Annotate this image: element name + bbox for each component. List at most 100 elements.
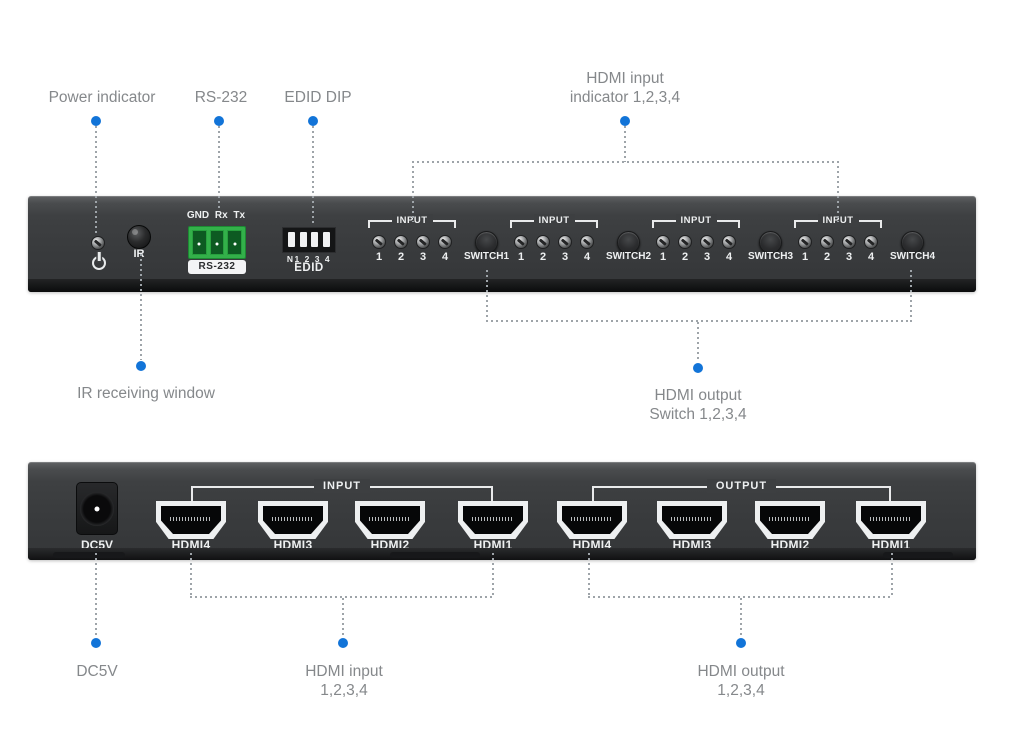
callout-power-indicator: Power indicator xyxy=(49,88,156,107)
switch-button-1 xyxy=(475,231,498,254)
callout-dot xyxy=(214,116,224,126)
hdmi-port-pins xyxy=(571,517,613,521)
callout-line xyxy=(312,126,314,225)
callout-dot xyxy=(693,363,703,373)
input-indicator-led-4 xyxy=(438,235,452,249)
input-switch-group-2: INPUT 1 2 3 4 SWITCH2 xyxy=(510,196,660,292)
callout-text: HDMI output xyxy=(654,387,742,404)
input-indicator-led-4 xyxy=(580,235,594,249)
callout-ir-window: IR receiving window xyxy=(77,384,215,403)
input-number: 2 xyxy=(681,251,689,263)
callout-line xyxy=(492,553,494,598)
input-indicator-led-3 xyxy=(700,235,714,249)
callout-text: DC5V xyxy=(76,663,118,680)
input-number: 4 xyxy=(441,251,449,263)
mount-slot xyxy=(390,552,480,558)
input-indicator-led-2 xyxy=(678,235,692,249)
input-indicator-led-1 xyxy=(656,235,670,249)
input-switch-group-4: INPUT 1 2 3 4 SWITCH4 xyxy=(794,196,944,292)
input-indicator-leds xyxy=(368,235,456,249)
callout-line xyxy=(910,270,912,322)
callout-text: indicator 1,2,3,4 xyxy=(569,89,681,106)
ir-label: IR xyxy=(133,248,145,260)
dc-jack-pin xyxy=(94,506,100,511)
terminal-slot xyxy=(227,230,243,255)
output-ports-bracket: OUTPUT xyxy=(592,479,891,502)
callout-dot xyxy=(136,361,146,371)
input-number: 2 xyxy=(823,251,831,263)
switch-label: SWITCH1 xyxy=(464,251,509,262)
input-number: 4 xyxy=(725,251,733,263)
callout-text: RS-232 xyxy=(194,89,248,106)
hdmi-output-port-2 xyxy=(755,501,825,539)
input-number: 2 xyxy=(539,251,547,263)
switch-button-4 xyxy=(901,231,924,254)
callout-text: 1,2,3,4 xyxy=(320,682,368,699)
front-panel: IR GND Rx Tx RS-232 N1 2 3 4 EDID INPUT xyxy=(28,196,976,292)
callout-line xyxy=(342,598,344,637)
callout-line xyxy=(412,161,414,222)
input-indicator-led-2 xyxy=(536,235,550,249)
callout-dot xyxy=(308,116,318,126)
callout-line xyxy=(95,126,97,236)
input-indicator-led-1 xyxy=(514,235,528,249)
callout-text: 1,2,3,4 xyxy=(717,682,765,699)
callout-text: EDID DIP xyxy=(284,89,352,106)
callout-line xyxy=(588,596,893,598)
hdmi-port-pins xyxy=(671,517,713,521)
callout-rs232: RS-232 xyxy=(195,88,248,107)
callout-text: HDMI input xyxy=(305,663,383,680)
input-group-bracket: INPUT xyxy=(510,214,598,228)
input-number: 3 xyxy=(561,251,569,263)
hdmi-input-port-4 xyxy=(156,501,226,539)
input-group-label: INPUT xyxy=(533,214,575,227)
dip-slider xyxy=(323,232,331,247)
callout-line xyxy=(624,126,626,162)
input-ports-bracket: INPUT xyxy=(191,479,493,502)
rs232-pins-label: GND Rx Tx xyxy=(186,210,246,221)
input-number: 1 xyxy=(659,251,667,263)
input-number: 1 xyxy=(375,251,383,263)
input-indicator-led-4 xyxy=(722,235,736,249)
input-group-label: INPUT xyxy=(675,214,717,227)
callout-line xyxy=(218,126,220,211)
callout-dc5v: DC5V xyxy=(76,662,117,681)
input-indicator-leds xyxy=(510,235,598,249)
hdmi-port-pins xyxy=(369,517,411,521)
input-indicator-led-3 xyxy=(416,235,430,249)
callout-line xyxy=(486,270,488,322)
hdmi-port-pins xyxy=(170,517,212,521)
callout-line xyxy=(140,254,142,360)
switch-label: SWITCH4 xyxy=(890,251,935,262)
panel-bottom-edge xyxy=(28,548,976,560)
dip-slider xyxy=(287,232,295,247)
input-switch-group-3: INPUT 1 2 3 4 SWITCH3 xyxy=(652,196,802,292)
callout-dot xyxy=(620,116,630,126)
callout-text: IR receiving window xyxy=(77,385,215,402)
rear-panel: DC5V INPUT OUTPUT HDMI4 HDMI3 HDMI2 HDMI… xyxy=(28,462,976,560)
hdmi-port-pins xyxy=(769,517,811,521)
input-indicator-led-2 xyxy=(394,235,408,249)
terminal-slot xyxy=(192,230,207,255)
input-number: 2 xyxy=(397,251,405,263)
callout-text: Switch 1,2,3,4 xyxy=(649,406,747,423)
callout-text: HDMI input xyxy=(586,70,664,87)
hdmi-input-port-1 xyxy=(458,501,528,539)
input-numbers: 1 2 3 4 xyxy=(794,251,882,263)
edid-label: EDID xyxy=(294,262,324,274)
input-ports-label: INPUT xyxy=(314,479,370,493)
hdmi-input-port-3 xyxy=(258,501,328,539)
callout-line xyxy=(190,596,494,598)
callout-hdmi-input-indicator: HDMI input indicator 1,2,3,4 xyxy=(570,69,680,107)
callout-hdmi-input-ports: HDMI input 1,2,3,4 xyxy=(305,662,383,700)
dc-power-jack xyxy=(76,482,118,535)
callout-dot xyxy=(91,116,101,126)
rs232-badge: RS-232 xyxy=(188,260,246,274)
hdmi-output-port-1 xyxy=(856,501,926,539)
callout-line xyxy=(412,161,838,163)
power-led-indicator xyxy=(91,236,105,250)
callout-dot xyxy=(91,638,101,648)
callout-line xyxy=(95,553,97,637)
callout-text: Power indicator xyxy=(48,89,156,106)
